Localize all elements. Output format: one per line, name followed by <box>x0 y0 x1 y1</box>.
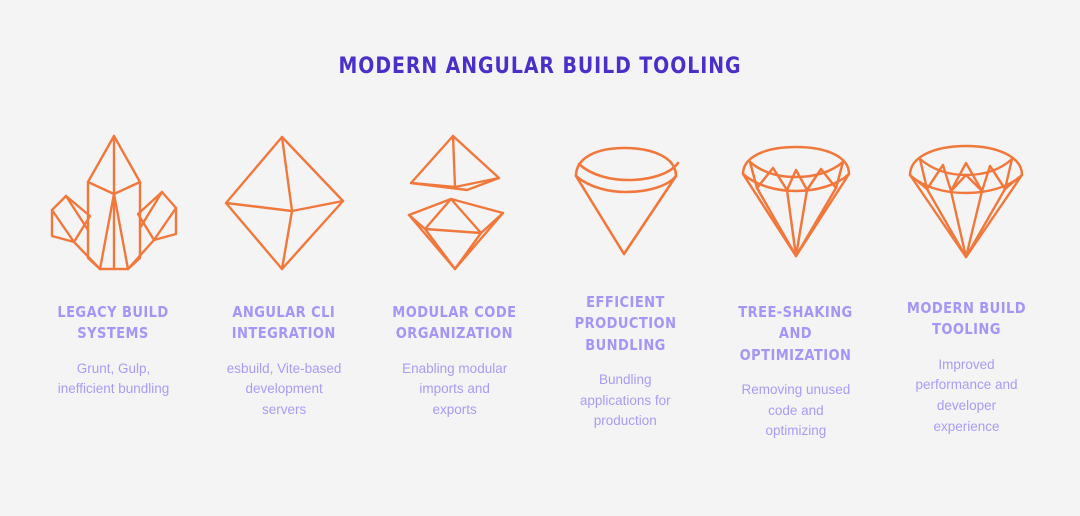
column-heading: TREE-SHAKING AND OPTIMIZATION <box>738 303 854 364</box>
smooth-round-diamond-icon <box>566 125 684 280</box>
column-description: Enabling modular imports and exports <box>402 360 508 417</box>
octahedron-gem-icon <box>222 125 347 280</box>
rough-crystal-cluster-icon <box>44 125 184 280</box>
column-efficient-production-bundling: EFFICIENT PRODUCTION BUNDLING Bundling a… <box>542 125 709 432</box>
split-diamond-icon <box>395 125 515 280</box>
column-list: LEGACY BUILD SYSTEMS Grunt, Gulp, ineffi… <box>30 125 1050 442</box>
faceted-diamond-icon <box>903 125 1029 280</box>
column-heading: EFFICIENT PRODUCTION BUNDLING <box>574 293 677 354</box>
column-heading: MODERN BUILD TOOLING <box>906 299 1027 339</box>
column-tree-shaking-and-optimization: TREE-SHAKING AND OPTIMIZATION Removing u… <box>712 125 879 442</box>
column-heading: ANGULAR CLI INTEGRATION <box>232 303 337 343</box>
page-title: MODERN ANGULAR BUILD TOOLING <box>338 54 742 79</box>
column-description: Bundling applications for production <box>579 371 671 429</box>
column-description: esbuild, Vite-based development servers <box>226 360 342 417</box>
column-description: Grunt, Gulp, inefficient bundling <box>57 360 170 397</box>
brilliant-cut-diamond-icon <box>735 125 857 280</box>
column-modern-build-tooling: MODERN BUILD TOOLING Improved performanc… <box>883 125 1050 437</box>
column-legacy-build-systems: LEGACY BUILD SYSTEMS Grunt, Gulp, ineffi… <box>30 125 197 400</box>
column-description: Removing unused code and optimizing <box>741 381 851 439</box>
column-heading: MODULAR CODE ORGANIZATION <box>392 303 517 343</box>
column-description: Improved performance and developer exper… <box>915 356 1018 434</box>
column-angular-cli-integration: ANGULAR CLI INTEGRATION esbuild, Vite-ba… <box>201 125 368 421</box>
column-heading: LEGACY BUILD SYSTEMS <box>57 303 170 343</box>
column-modular-code-organization: MODULAR CODE ORGANIZATION Enabling modul… <box>371 125 538 421</box>
